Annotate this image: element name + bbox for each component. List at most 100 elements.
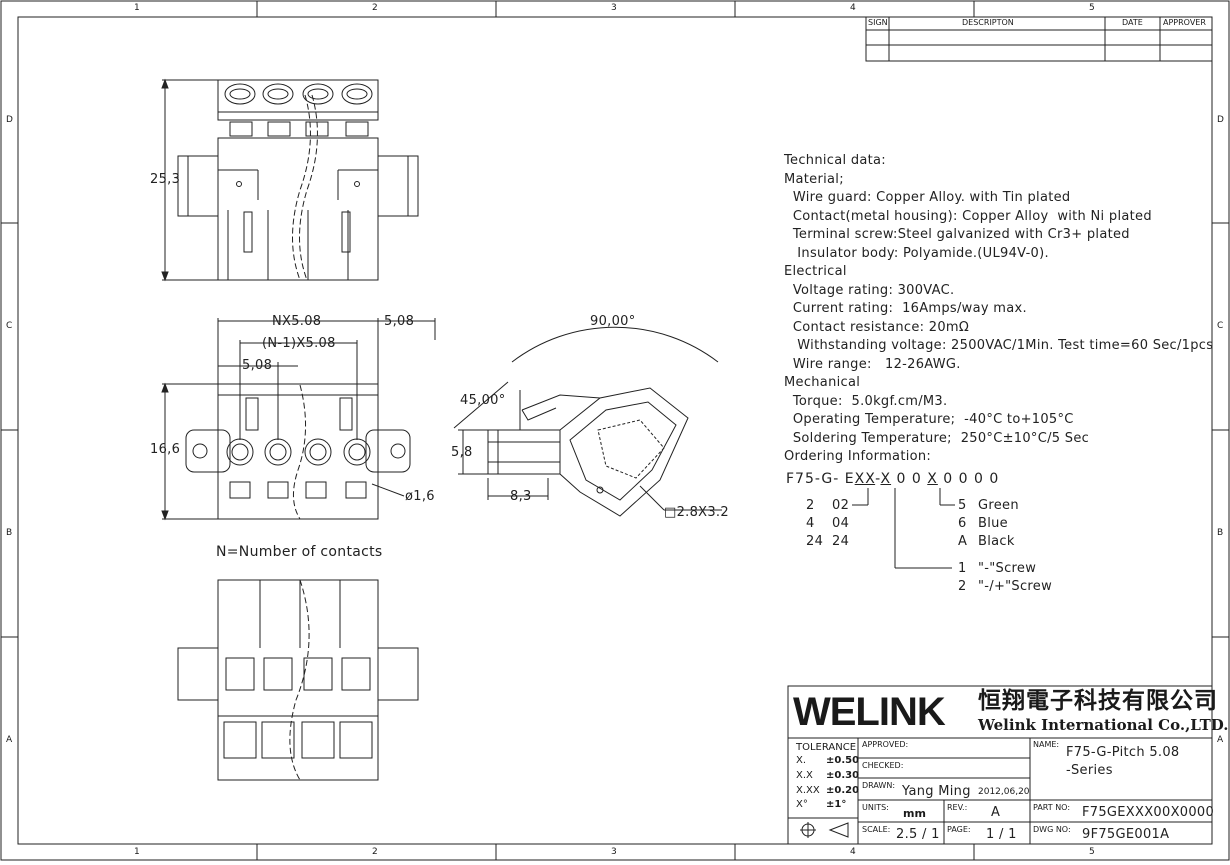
row-label-right-c: C — [1217, 321, 1224, 331]
drawn-by: Yang Ming — [902, 784, 971, 799]
name-line-1: F75-G-Pitch 5.08 — [1066, 745, 1180, 760]
dim-height-top: 25,3 — [150, 172, 181, 187]
bottom-view — [177, 579, 419, 781]
dim-pitch: 5,08 — [242, 358, 273, 373]
tech-line: Voltage rating: 300VAC. — [784, 282, 955, 298]
row-label-a: A — [6, 735, 13, 745]
row-label-b: B — [6, 528, 13, 538]
code-color: X — [927, 471, 938, 487]
column-label-3: 3 — [611, 3, 617, 13]
pin-option-code: 2 — [806, 498, 815, 513]
column-label-2: 2 — [372, 3, 378, 13]
tech-line: Contact(metal housing): Copper Alloy wit… — [784, 208, 1152, 224]
dim-nx: NX5.08 — [272, 314, 322, 329]
row-label-right-d: D — [1217, 115, 1224, 125]
pin-option-value: 02 — [832, 498, 850, 513]
tolerance-label: TOLERANCE — [796, 742, 857, 753]
code-prefix: F75-G- E — [786, 471, 855, 487]
column-label-bottom-4: 4 — [850, 847, 856, 857]
color-option-value: Green — [978, 498, 1019, 513]
color-option-value: Black — [978, 534, 1015, 549]
tolerance-value: ±0.50 — [826, 755, 860, 766]
front-view — [161, 318, 436, 521]
checked-label: CHECKED: — [862, 761, 904, 770]
code-suffix: 0 0 0 0 — [937, 471, 1000, 487]
pin-option-value: 24 — [832, 534, 850, 549]
column-label-4: 4 — [850, 3, 856, 13]
drawn-label: DRAWN: — [862, 781, 896, 790]
dim-n-minus-1: (N-1)X5.08 — [262, 336, 336, 351]
dwg-no-value: 9F75GE001A — [1082, 827, 1170, 842]
screw-option-code: 1 — [958, 561, 967, 576]
row-label-c: C — [6, 321, 13, 331]
tech-line: Soldering Temperature; 250°C±10°C/5 Sec — [784, 430, 1090, 446]
units-label: UNITS: — [862, 803, 889, 812]
dim-pin-size: □2.8X3.2 — [664, 505, 729, 520]
row-label-right-b: B — [1217, 528, 1224, 538]
screw-option-value: "-/+"Screw — [978, 579, 1053, 594]
screw-option-code: 2 — [958, 579, 967, 594]
tech-line: Operating Temperature; -40°C to+105°C — [784, 412, 1074, 427]
units-value: mm — [903, 807, 926, 820]
ordering-code: F75-G- EXX-X 0 0 X 0 0 0 0 — [786, 472, 999, 486]
column-label-bottom-3: 3 — [611, 847, 617, 857]
name-line-2: -Series — [1066, 763, 1113, 778]
tolerance-key: X.XX — [796, 785, 820, 796]
color-option-value: Blue — [978, 516, 1008, 531]
revision-table — [865, 16, 1213, 62]
dim-height-front: 16,6 — [150, 442, 181, 457]
row-label-right-a: A — [1217, 735, 1224, 745]
top-view — [161, 78, 419, 282]
company-logo: WELINK — [793, 690, 946, 734]
row-label-d: D — [6, 115, 13, 125]
color-option-code: 6 — [958, 516, 967, 531]
part-no-value: F75GEXXX00X0000 — [1082, 805, 1215, 820]
code-dash: - — [875, 471, 881, 487]
tech-line: Insulator body: Polyamide.(UL94V-0). — [784, 245, 1049, 261]
tech-line: Wire guard: Copper Alloy. with Tin plate… — [784, 190, 1071, 205]
dim-angle-90: 90,00° — [590, 314, 636, 329]
tech-line: Torque: 5.0kgf.cm/M3. — [784, 393, 948, 409]
dim-side-depth: 8,3 — [510, 489, 532, 504]
tolerance-key: X.X — [796, 770, 813, 781]
color-option-code: A — [958, 534, 968, 549]
tech-line: Current rating: 16Amps/way max. — [784, 301, 1027, 316]
code-screw: X — [880, 471, 892, 487]
tech-line: Terminal screw:Steel galvanized with Cr3… — [784, 227, 1130, 242]
tolerance-key: X° — [796, 799, 808, 810]
tech-line: Material; — [784, 171, 844, 187]
approved-label: APPROVED: — [862, 740, 909, 749]
name-label: NAME: — [1033, 740, 1060, 749]
technical-data: Technical data: Material; Wire guard: Co… — [784, 153, 1213, 468]
tolerance-value: ±1° — [826, 799, 847, 810]
dim-angle-45: 45,00° — [460, 393, 506, 408]
ordering-leaders — [852, 488, 955, 569]
tech-line: Ordering Information: — [784, 449, 932, 464]
scale-value: 2.5 / 1 — [896, 827, 940, 842]
column-label-bottom-1: 1 — [134, 847, 140, 857]
page-label: PAGE: — [947, 825, 971, 834]
column-label-1: 1 — [134, 3, 140, 13]
code-pins: XX — [854, 471, 876, 487]
tolerance-key: X. — [796, 755, 807, 766]
tolerance-value: ±0.20 — [826, 785, 860, 796]
color-option-code: 5 — [958, 498, 967, 513]
contacts-note: N=Number of contacts — [216, 544, 383, 560]
dim-hole: ø1,6 — [405, 489, 435, 504]
pin-option-code: 24 — [806, 534, 824, 549]
column-label-bottom-2: 2 — [372, 847, 378, 857]
company-name-en: Welink International Co.,LTD. — [978, 716, 1229, 734]
dim-side-height: 5,8 — [451, 445, 473, 460]
rev-label: REV.: — [947, 803, 968, 812]
scale-label: SCALE: — [862, 825, 891, 834]
column-label-5: 5 — [1089, 3, 1095, 13]
screw-option-value: "-"Screw — [978, 561, 1037, 576]
dim-end: 5,08 — [384, 314, 415, 329]
drawn-date: 2012,06,20 — [978, 787, 1030, 797]
tolerance-value: ±0.30 — [826, 770, 860, 781]
tech-line: Electrical — [784, 264, 847, 279]
rev-header-description: DESCRIPTON — [962, 18, 1014, 27]
